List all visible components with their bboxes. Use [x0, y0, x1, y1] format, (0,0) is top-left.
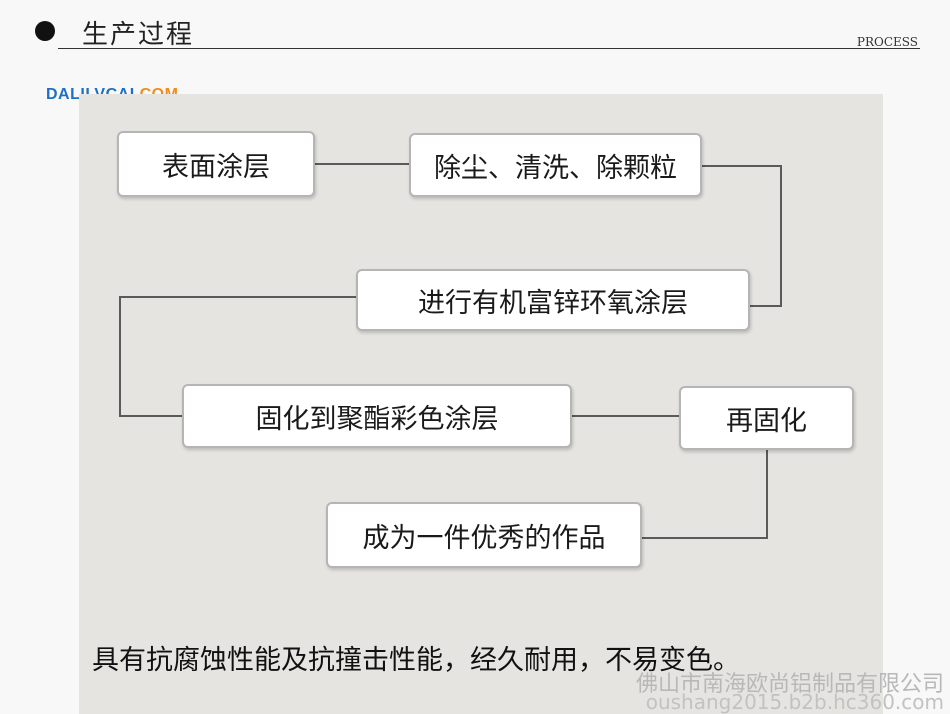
connector-step5-step6	[642, 450, 768, 539]
flow-step-polyester-coating: 固化到聚酯彩色涂层	[182, 384, 572, 448]
header-divider	[58, 48, 920, 49]
flow-step-zinc-epoxy-coating: 进行有机富锌环氧涂层	[356, 269, 750, 331]
connector-step2-step3	[702, 165, 782, 307]
process-caption: 具有抗腐蚀性能及抗撞击性能，经久耐用，不易变色。	[92, 645, 740, 676]
flow-step-surface-coating: 表面涂层	[117, 131, 315, 197]
page-title: 生产过程	[82, 20, 195, 50]
url-watermark: oushang2015.b2b.hc360.com	[645, 690, 944, 714]
header-bullet-icon	[35, 21, 55, 41]
flow-step-cleaning: 除尘、清洗、除颗粒	[409, 133, 702, 197]
connector-lines	[119, 163, 782, 539]
flow-step-finished-product: 成为一件优秀的作品	[326, 502, 642, 568]
flow-step-recure: 再固化	[679, 386, 854, 450]
company-watermark: 佛山市南海欧尚铝制品有限公司	[635, 672, 944, 697]
page-subtitle: PROCESS	[856, 35, 918, 49]
connector-step3-step4	[119, 296, 356, 417]
process-diagram-panel: 表面涂层 除尘、清洗、除颗粒 进行有机富锌环氧涂层 固化到聚酯彩色涂层 再固化 …	[79, 94, 883, 714]
